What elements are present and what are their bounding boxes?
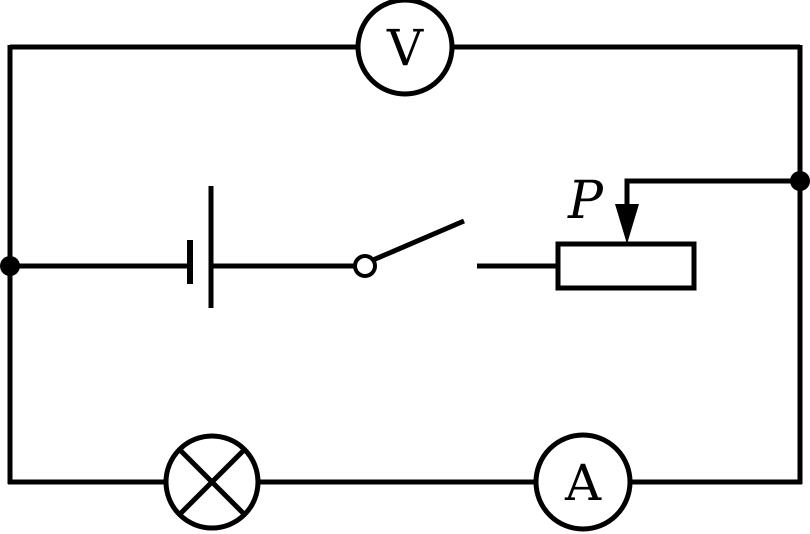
ammeter-ring (533, 432, 633, 532)
slider-arrow-icon (615, 204, 639, 244)
voltmeter: V (355, 0, 455, 97)
middle-branch: P (10, 171, 800, 308)
left-junction-dot (0, 256, 20, 276)
slider-label: P (567, 171, 604, 231)
lamp-cross-b (178, 448, 246, 516)
top-branch: V (10, 0, 800, 97)
slider-wire (624, 178, 800, 208)
switch-blade (372, 218, 465, 263)
ammeter: A (533, 432, 633, 532)
rheostat: P (555, 171, 800, 291)
switch-pivot (353, 254, 377, 278)
bottom-branch: A (8, 432, 802, 532)
switch (353, 218, 465, 278)
rheostat-body (555, 241, 697, 291)
battery (187, 186, 214, 308)
voltmeter-label: V (386, 19, 424, 77)
voltmeter-ring (355, 0, 455, 97)
lamp (163, 433, 261, 531)
ammeter-label: A (564, 454, 602, 512)
right-junction-dot (790, 171, 810, 191)
